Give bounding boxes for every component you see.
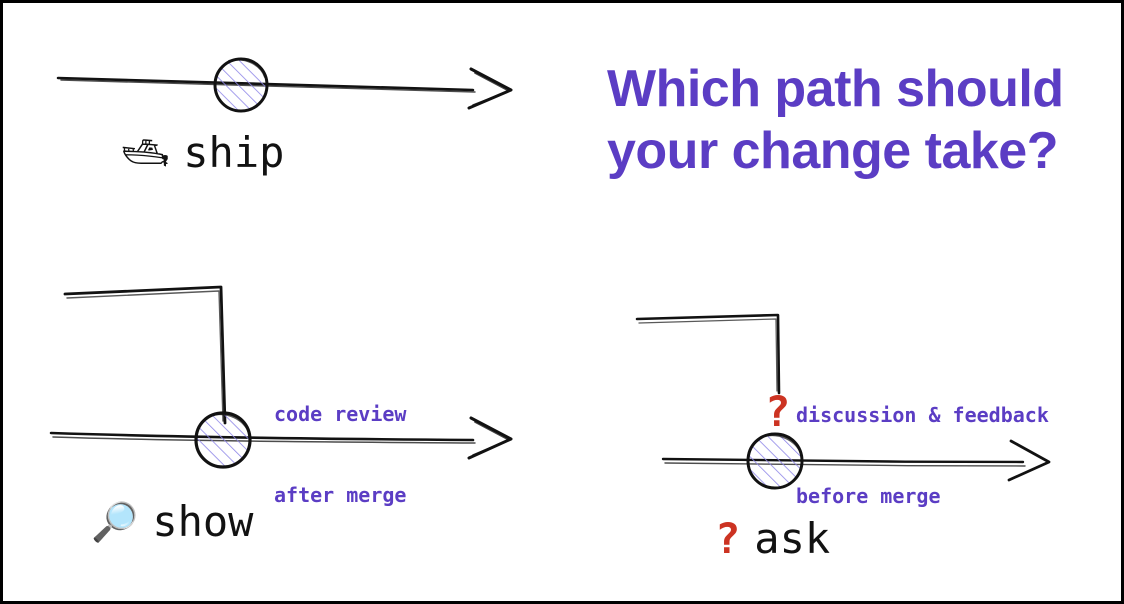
path-label-show-text: show — [152, 497, 254, 546]
ship-emoji-icon: 🛥 — [121, 131, 170, 175]
title-line-2: your change take? — [607, 122, 1058, 180]
path-label-ask: ? ask — [715, 515, 830, 563]
path-label-ask-text: ask — [754, 514, 831, 563]
title-line-1: Which path should — [607, 60, 1064, 118]
annotation-ask-line-1: discussion & feedback — [796, 403, 1049, 427]
ask-commit-node — [746, 432, 804, 490]
slide-title: Which path should your change take? — [607, 58, 1107, 182]
show-arrowhead — [467, 416, 513, 460]
path-label-ship-text: ship — [183, 128, 285, 177]
ask-question-mark-icon: ? — [715, 514, 741, 563]
ship-arrowhead — [467, 67, 513, 110]
annotation-ask: discussion & feedback before merge — [796, 348, 1049, 564]
question-mark-icon: ? — [765, 387, 791, 436]
ship-trunk-line — [56, 76, 476, 93]
show-branch-line — [63, 285, 227, 425]
annotation-show-line-2: after merge — [274, 483, 407, 507]
show-commit-node — [194, 411, 252, 469]
annotation-show-line-1: code review — [274, 402, 407, 426]
ship-commit-node — [213, 57, 269, 113]
ask-branch-line — [635, 313, 781, 395]
path-label-show: 🔎 show — [91, 498, 253, 546]
path-label-ship: 🛥 ship — [121, 129, 284, 177]
magnifying-glass-emoji-icon: 🔎 — [91, 500, 139, 544]
show-trunk-line — [49, 431, 476, 444]
annotation-ask-line-2: before merge — [796, 484, 941, 508]
annotation-show: code review after merge — [274, 347, 406, 563]
